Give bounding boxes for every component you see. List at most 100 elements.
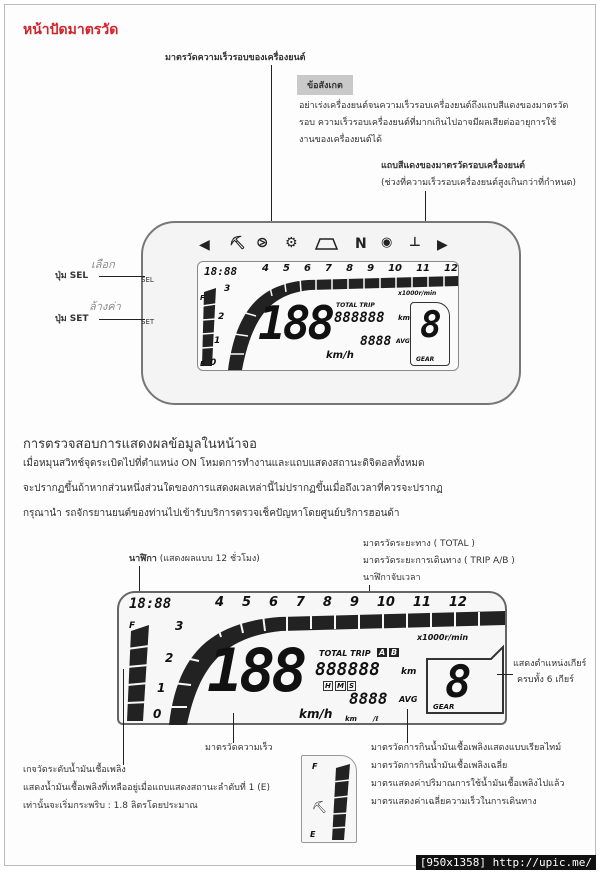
gear-box — [410, 302, 450, 366]
handwritten-note: ล้างค่า — [89, 300, 121, 313]
fuel-full-mark: F — [129, 621, 136, 631]
lcd-clock: 18:88 — [204, 265, 238, 278]
trip-label: TOTAL TRIP — [319, 649, 371, 658]
consumption-line-1: มาตรวัดการกินน้ำมันเชื้อเพลิงแสดงแบบเรีย… — [371, 743, 562, 753]
top-lcd-screen: 18:88 4 5 6 7 8 9 10 11 12 — [197, 261, 459, 371]
odometer-digits: 888888 — [315, 659, 381, 680]
rpm-tick-left: 0 — [210, 358, 217, 368]
rpm-tick-row: 4 5 6 7 8 9 10 11 12 — [262, 263, 458, 274]
clock-label: นาฬิกา (แสดงผลแบบ 12 ชั่วโมง) — [129, 554, 260, 565]
rpm-tick-left: 0 — [153, 707, 162, 721]
rpm-tick-left: 3 — [224, 284, 231, 294]
clock-label-main: นาฬิกา — [129, 554, 157, 564]
turn-left-icon: ◀ — [199, 237, 210, 253]
lcd-speed-digits: 188 — [207, 636, 307, 706]
odo-unit: km — [398, 314, 410, 322]
fuel-gauge-line-3: เท่านั้นจะเริ่มกระพริบ : 1.8 ลิตรโดยประม… — [23, 801, 198, 811]
trip-b-badge: B — [389, 648, 400, 657]
speed-unit: km/h — [326, 350, 354, 361]
high-beam-icon — [314, 238, 339, 250]
km-small-label: km — [345, 715, 357, 723]
manual-page: หน้าปัดมาตรวัด มาตรวัดความเร็วรอบของเครื… — [4, 4, 596, 866]
fuel-empty-mark: E — [200, 360, 205, 368]
gear-digit: 8 — [420, 305, 442, 346]
lcd-speed-digits: 188 — [258, 296, 335, 350]
odometer-digits: 888888 — [334, 310, 385, 326]
gear-label: GEAR — [433, 703, 455, 711]
rpm-tick-left: 1 — [214, 336, 221, 346]
gear-position-sublabel: ครบทั้ง 6 เกียร์ — [517, 675, 574, 685]
turn-right-icon: ▶ — [437, 237, 448, 253]
headlight-icon: ⧁ — [257, 236, 268, 251]
rpm-unit: x1000r/min — [417, 633, 469, 642]
fuel-full-mark: F — [200, 294, 205, 302]
rpm-tick: 4 — [215, 595, 225, 610]
rpm-tick: 6 — [268, 595, 278, 610]
consumption-line-3: มาตรแสดงค่าปริมาณการใช้น้ำมันเชื้อเพลิงไ… — [371, 779, 565, 789]
watermark: [950x1358] http://upic.me/ — [415, 855, 596, 870]
note-line-2: รอบ ความเร็วรอบเครื่องยนต์ที่มากเกินไปอา… — [299, 118, 557, 128]
tach-leader-line — [271, 65, 272, 273]
fuel-gauge-line-2: แสดงน้ำมันเชื้อเพลิงที่เหลืออยู่เมื่อแถบ… — [23, 783, 270, 793]
rpm-tick-left: 3 — [175, 619, 184, 633]
gear-digit: 8 — [445, 657, 472, 708]
rpm-tick: 10 — [388, 263, 403, 274]
trip-label: TOTAL TRIP — [336, 302, 375, 309]
fuel-full-mark: F — [312, 762, 318, 771]
engine-check-icon: ⚙ — [285, 235, 298, 251]
fuel-pump-icon: ⛏ — [229, 236, 246, 251]
fuel-gauge-inset-bars — [331, 764, 351, 840]
handwritten-note: เลือก — [91, 258, 115, 271]
rpm-tick: 5 — [241, 595, 252, 610]
bottom-lcd-screen: 18:88 4 5 6 7 8 9 10 11 12 — [117, 591, 507, 725]
set-leader-line — [99, 319, 145, 320]
paragraph-line: กรุณานำ รถจักรยานยนต์ของท่านไปเข้ารับบริ… — [23, 508, 400, 519]
consumption-line-2: มาตรวัดการกินน้ำมันเชื้อเพลิงเฉลี่ย — [371, 761, 508, 771]
sel-button[interactable]: SEL — [141, 276, 154, 284]
rpm-tick: 9 — [367, 263, 375, 274]
fuel-pump-icon: ⛏ — [312, 800, 328, 814]
fuel-empty-mark: E — [310, 830, 316, 839]
gear-position-label: แสดงตำแหน่งเกียร์ — [513, 659, 587, 669]
rpm-unit: x1000r/min — [398, 290, 437, 297]
consumption-line-4: มาตรแสดงค่าเฉลี่ยความเร็วในการเดินทาง — [371, 797, 537, 807]
fuel-consumption-digits: 8888 — [349, 689, 388, 708]
timer-s-mark: S — [347, 681, 357, 691]
set-button-label: ปุ่ม SET — [55, 314, 89, 324]
section-paragraph: เมื่อหมุนสวิทช์จุดระเบิดไปที่ตำแหน่ง ON … — [23, 451, 583, 526]
per-litre-label: /ℓ — [373, 715, 379, 723]
timer-label: นาฬิกาจับเวลา — [363, 573, 421, 583]
rpm-tick: 8 — [322, 595, 332, 610]
note-line-3: งานของเครื่องยนต์ได้ — [299, 135, 382, 145]
redband-sublabel: (ช่วงที่ความเร็วรอบเครื่องยนต์สูงเกินกว่… — [381, 178, 576, 188]
clock-label-sub: (แสดงผลแบบ 12 ชั่วโมง) — [159, 554, 260, 564]
gear-leader-line — [497, 674, 513, 675]
fuel-leader-line — [123, 669, 124, 765]
fuel-gauge-inset: F E ⛏ — [301, 755, 357, 843]
rpm-tick: 6 — [304, 263, 311, 274]
set-button[interactable]: SET — [141, 318, 155, 326]
odometer-label: มาตรวัดระยะทาง ( TOTAL ) — [363, 539, 475, 549]
gear-label: GEAR — [416, 356, 435, 363]
trip-meter-label: มาตรวัดระยะการเดินทาง ( TRIP A/B ) — [363, 556, 515, 566]
top-meter-panel: ◀ ⛏ ⧁ ⚙ N ◉ ⊥ ▶ SEL SET 18:88 4 5 6 7 8 … — [141, 221, 521, 405]
speed-unit: km/h — [299, 707, 333, 721]
rpm-tick: 12 — [444, 263, 458, 274]
sel-button-label: ปุ่ม SEL — [55, 271, 89, 281]
note-tag: ข้อสังเกต — [297, 75, 353, 95]
trip-a-badge: A — [377, 648, 388, 657]
rpm-tick: 12 — [448, 595, 467, 610]
rpm-tick-left: 2 — [218, 312, 225, 322]
neutral-indicator: N — [355, 236, 367, 252]
rpm-tick: 11 — [412, 595, 431, 610]
speed-leader-line — [233, 713, 234, 743]
rpm-tick: 7 — [295, 595, 305, 610]
rpm-tick: 5 — [283, 263, 290, 274]
rpm-tick: 9 — [349, 595, 359, 610]
rpm-tick-left: 1 — [157, 681, 166, 695]
section-heading: การตรวจสอบการแสดงผลข้อมูลในหน้าจอ — [23, 437, 257, 452]
paragraph-line: จะปรากฏขึ้นถ้าหากส่วนหนึ่งส่วนใดของการแส… — [23, 483, 443, 494]
rpm-tick: 8 — [346, 263, 354, 274]
odo-unit: km — [401, 667, 417, 677]
rpm-bar-graph — [201, 275, 458, 370]
